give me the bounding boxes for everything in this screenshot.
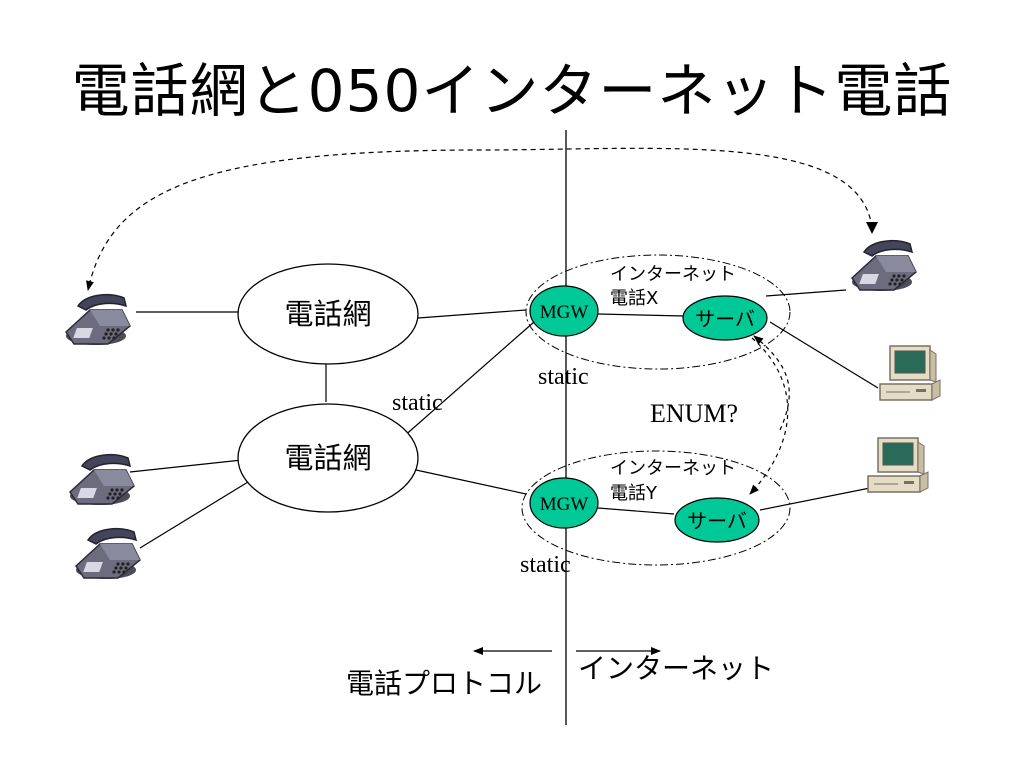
slide-title: 電話網と050インターネット電話 <box>71 57 953 125</box>
end-to-end-call-arrowhead <box>866 222 878 234</box>
static-label-upper-right: static <box>538 364 589 390</box>
server-top-label: サーバ <box>695 307 755 331</box>
media-gateway-bottom <box>529 477 599 529</box>
ip-phone-x-line2: 電話X <box>610 288 658 309</box>
telephone-icon <box>75 527 141 580</box>
enum-arrow-reverse <box>753 335 790 431</box>
media-gateway-top <box>529 285 599 337</box>
server-bottom-label: サーバ <box>687 509 747 533</box>
ip-phone-x-line1: インターネット <box>610 264 736 285</box>
media-gateway-bottom-label: MGW <box>540 494 589 515</box>
telephone-icon <box>851 239 917 292</box>
enum-label: ENUM? <box>650 399 738 428</box>
internet-label: インターネット <box>578 652 774 685</box>
static-label-lower: static <box>520 552 571 578</box>
ip-phone-group-y <box>521 450 791 566</box>
end-to-end-call-arrow <box>86 147 873 291</box>
connection-lines <box>129 289 879 549</box>
ip-phone-group-x <box>525 254 791 370</box>
telephone-network-top <box>237 263 419 365</box>
server-top <box>682 295 768 341</box>
telephone-protocol-label: 電話プロトコル <box>346 667 542 700</box>
telephone-network-bottom <box>237 403 419 513</box>
server-bottom <box>674 497 760 543</box>
ip-phone-y-line1: インターネット <box>610 458 736 479</box>
telephone-icon <box>65 293 131 346</box>
computer-icon <box>879 345 941 401</box>
telephone-network-bottom-label: 電話網 <box>284 441 371 475</box>
telephone-network-top-label: 電話網 <box>284 297 371 331</box>
static-label-upper-left: static <box>392 390 443 416</box>
ip-phone-y-line2: 電話Y <box>610 483 658 504</box>
enum-arrow <box>749 337 789 495</box>
telephone-icon <box>69 453 135 506</box>
computer-icon <box>867 437 929 493</box>
media-gateway-top-label: MGW <box>540 302 589 323</box>
